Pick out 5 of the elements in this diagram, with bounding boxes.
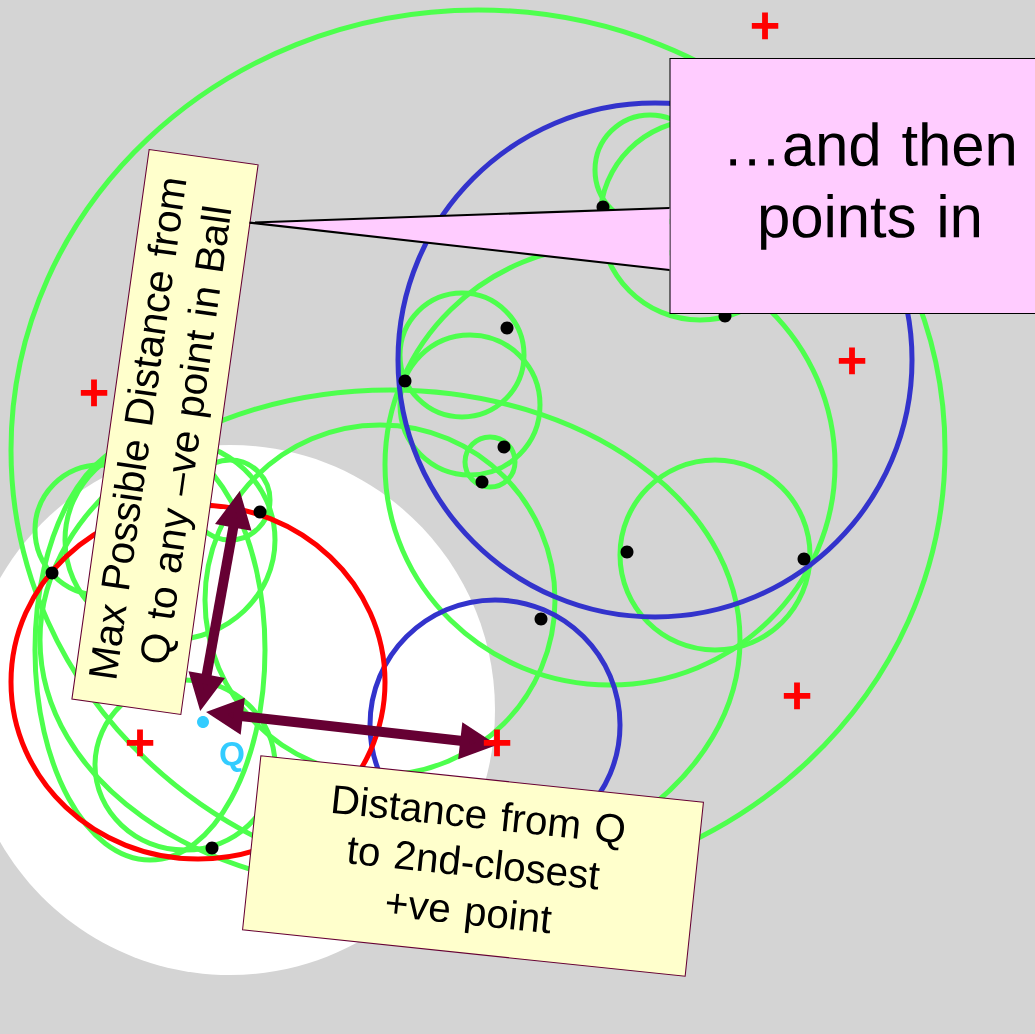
- callout-pointer: [249, 206, 670, 272]
- point-label: Q: [220, 742, 244, 772]
- callout-box: …and then points in: [669, 57, 1035, 314]
- plus-sign: +: [783, 682, 811, 710]
- plus-sign: +: [80, 379, 108, 407]
